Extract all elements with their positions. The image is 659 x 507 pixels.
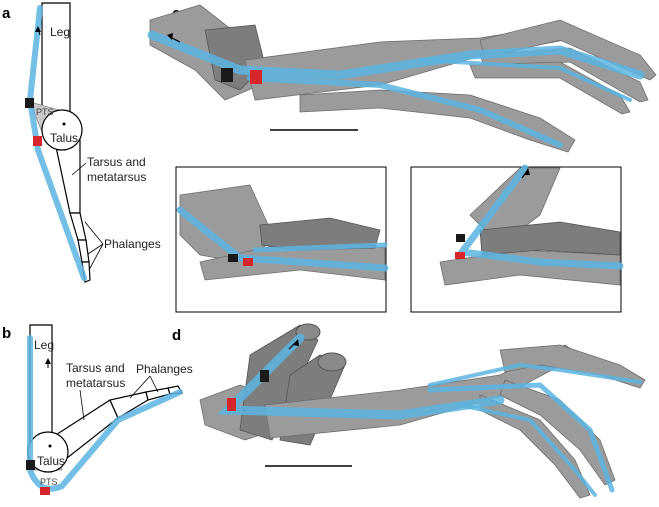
leg-segment (42, 3, 70, 122)
red-marker-a (33, 136, 42, 146)
label-tarsus-b-1: Tarsus and (66, 361, 125, 375)
label-pts-b: PTS (40, 477, 58, 487)
inset-right-black-marker (456, 234, 465, 242)
label-leg-b: Leg (34, 338, 54, 352)
inset-left-red-marker (243, 258, 253, 266)
panel-letter-b: b (2, 325, 11, 342)
panel-c-render (150, 5, 656, 152)
black-marker-a (25, 98, 34, 108)
inset-c-right (411, 167, 621, 312)
panel-letter-d: d (172, 327, 181, 344)
black-marker-d (260, 370, 269, 382)
black-marker-b (26, 460, 35, 470)
red-marker-c (250, 70, 262, 84)
black-marker-c (221, 68, 233, 82)
inset-c-left (176, 167, 386, 312)
label-pts-a: PTS (36, 107, 54, 117)
leg-bone-d-end-2 (318, 353, 346, 371)
talus-pivot-b (49, 445, 52, 448)
panel-letter-a: a (2, 5, 11, 22)
red-marker-d (227, 398, 236, 411)
digit-2-d (500, 380, 615, 485)
label-tarsus-a-1: Tarsus and (87, 155, 146, 169)
panel-a-schematic: Leg PTS Talus Tarsus and metatarsus Phal… (25, 3, 161, 282)
label-leg-a: Leg (50, 25, 70, 39)
red-marker-b (40, 487, 50, 495)
phalanx-1 (70, 213, 86, 240)
label-tarsus-b-2: metatarsus (66, 376, 125, 390)
label-talus-a: Talus (50, 131, 78, 145)
inset-right-red-marker (455, 252, 465, 259)
label-tarsus-a-2: metatarsus (87, 170, 146, 184)
talus-pivot (63, 123, 66, 126)
panel-d-render (200, 324, 645, 498)
panel-b-schematic: Leg PTS Talus Tarsus and metatarsus Phal… (26, 325, 193, 495)
inset-left-black-marker (228, 254, 238, 262)
label-phalanges-a: Phalanges (104, 237, 161, 251)
label-phalanges-b: Phalanges (136, 362, 193, 376)
label-talus-b: Talus (37, 454, 65, 468)
leader-tarsus-b (80, 390, 84, 420)
